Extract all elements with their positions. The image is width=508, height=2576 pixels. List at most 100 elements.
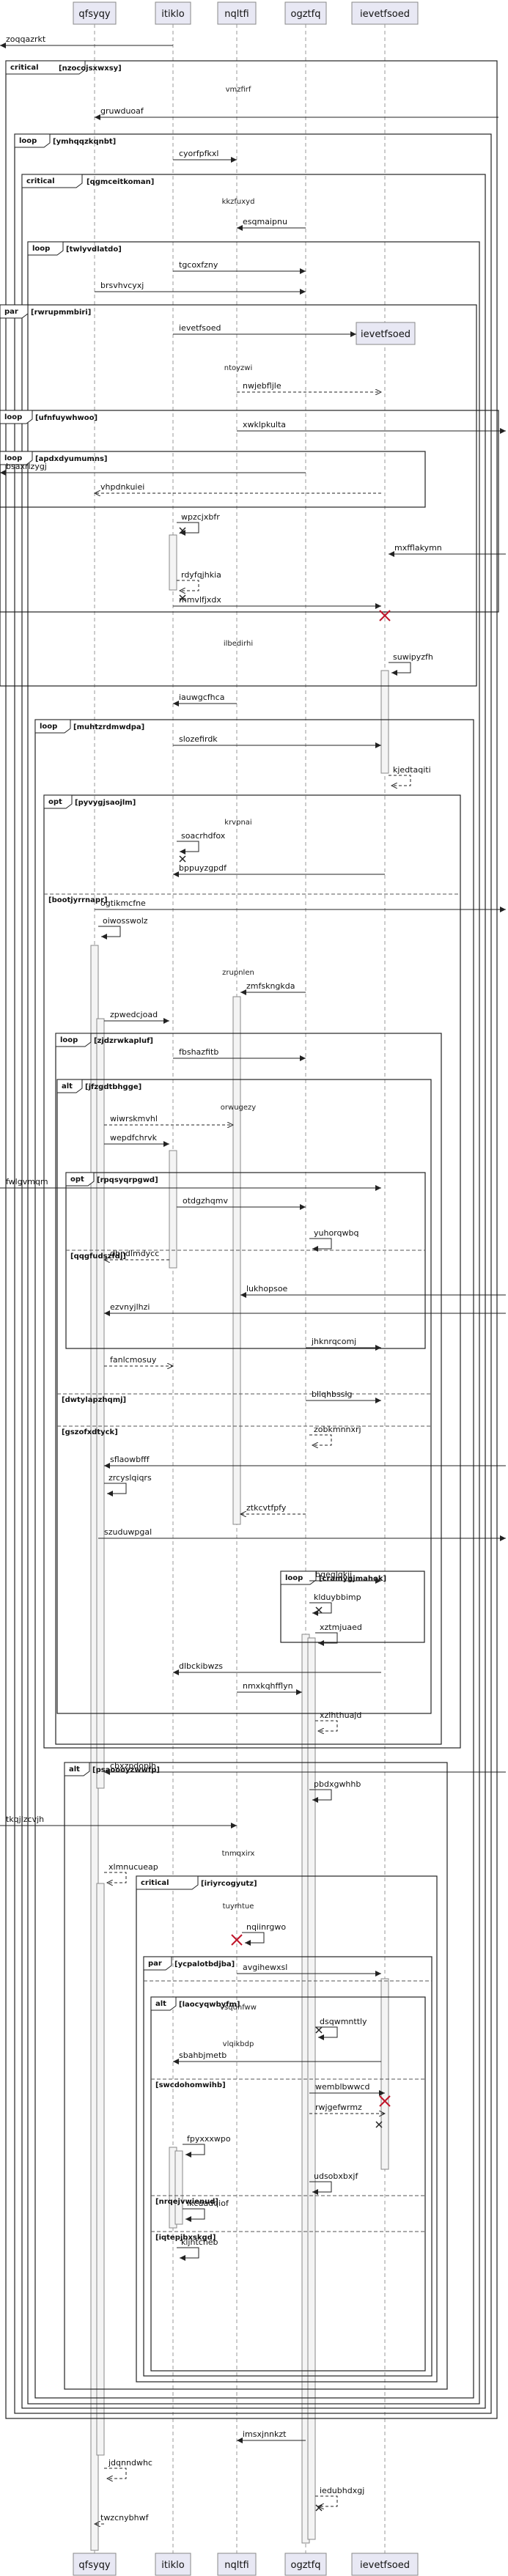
- frame-condition: [nzocojsxwxsy]: [59, 64, 122, 73]
- destroy-icon: [379, 610, 391, 621]
- frame-kind: loop: [4, 413, 22, 421]
- message-label: dlbckibwzs: [179, 1661, 223, 1671]
- message-label: ievetfsoed: [179, 323, 221, 333]
- self-message-arrow: [389, 662, 411, 676]
- frame-kind: loop: [4, 454, 22, 462]
- message-label: jhknrqcomj: [311, 1337, 356, 1346]
- frame-tag: par [rwrupmmbiri]: [0, 304, 91, 319]
- message-label: iedubhdxgj: [320, 2486, 364, 2495]
- frame-tag: loop [ymhqqzkqnbt]: [14, 133, 116, 148]
- self-message-arrow: [177, 522, 199, 536]
- frame-kind: loop: [60, 1036, 78, 1044]
- frame-tag: par [ycpalotbdjba]: [143, 1956, 235, 1971]
- message-label: twzcnybhwf: [100, 2513, 150, 2523]
- message-label: zoqqazrkt: [6, 34, 46, 44]
- self-message-arrow: [177, 841, 199, 855]
- cross-icon: [179, 594, 186, 602]
- self-message-arrow: [177, 2247, 199, 2261]
- message-label: bllqhbsslg: [312, 1390, 353, 1399]
- message-label: xlmnucueap: [108, 1862, 158, 1872]
- participant-nqltfi-bottom: nqltfi: [217, 2553, 257, 2576]
- else-condition: [gszofxdtyck]: [62, 1428, 118, 1436]
- self-message-arrow: [242, 1932, 265, 1946]
- message-label: ikcuadqiof: [187, 2199, 229, 2208]
- frame-tag: loop [apdxdyumumns]: [0, 451, 107, 465]
- frame-condition: [cramygjmahok]: [319, 1575, 386, 1583]
- message-label: zmfskngkda: [246, 981, 295, 991]
- frame-kind: opt: [48, 798, 62, 806]
- message-label: iauwgcfhca: [179, 693, 224, 702]
- message-label: bgeqlqkij: [315, 1570, 352, 1579]
- divider-text: kkzfuxyd: [222, 198, 255, 206]
- else-separators: [bootjyrrnapr] [qqgfudszfdj] [dwtylapzhq…: [44, 893, 460, 2242]
- frame-tag: opt [rpqsyqrpgwd]: [65, 1172, 158, 1186]
- message-label: esqmaipnu: [243, 217, 287, 226]
- participant-label: ievetfsoed: [360, 2560, 410, 2571]
- participant-label: ogztfq: [291, 9, 321, 20]
- self-message-arrow: [183, 2144, 205, 2158]
- destroy-icon: [231, 1934, 243, 1946]
- cross-icon: [179, 527, 186, 534]
- frame-tags: critical [nzocojsxwxsy] loop [ymhqqzkqnb…: [0, 60, 386, 2011]
- message-label: xztmjuaed: [320, 1623, 362, 1632]
- frame-condition: [ymhqqzkqnbt]: [53, 138, 116, 146]
- message-label: jdqnndwhc: [108, 2458, 152, 2468]
- message-label: soacrhdfox: [181, 831, 226, 841]
- self-message-arrow: [309, 1434, 332, 1445]
- frame-condition: [rwrupmmbiri]: [31, 309, 91, 317]
- else-condition: [bootjyrrnapr]: [48, 896, 108, 904]
- participant-label: ievetfsoed: [361, 329, 411, 340]
- message-label: pbdxgwhhb: [314, 1779, 361, 1789]
- self-message-arrow: [104, 1483, 127, 1496]
- frame-condition: [apdxdyumumns]: [35, 455, 107, 463]
- self-message-arrow: [315, 2026, 338, 2040]
- frame-condition: [laocyqwbyfm]: [179, 2001, 240, 2009]
- message-label: zrcyslqiqrs: [108, 1473, 152, 1483]
- message-label: zobkmnnxrj: [314, 1425, 361, 1434]
- frame-tag: alt [jfzgdtbhgge]: [56, 1079, 141, 1093]
- frame-tag: alt [psaoooyzwwfp]: [64, 1762, 160, 1776]
- message-label: ezvnyjlhzi: [110, 1302, 150, 1312]
- cross-icon: [315, 2504, 323, 2512]
- message-label: nwjebfljle: [243, 381, 281, 391]
- divider-text: vlqikbdp: [223, 2040, 254, 2048]
- message-label: nmxkqhfflyn: [243, 1681, 293, 1691]
- frame-kind: loop: [32, 245, 50, 253]
- self-message-arrow: [315, 1720, 338, 1731]
- self-message-arrow: [309, 1238, 332, 1252]
- message-label: kjedtaqiti: [393, 765, 431, 775]
- else-condition: [dwtylapzhqmj]: [62, 1396, 126, 1404]
- message-label: fwlgvmqm: [6, 1177, 48, 1186]
- self-message-arrow: [309, 2181, 332, 2195]
- participant-qfsyqy-bottom: qfsyqy: [73, 2553, 117, 2576]
- participant-label: itiklo: [161, 2560, 184, 2571]
- message-label: nqiinrgwo: [246, 1922, 286, 1932]
- message-label: ztkcvtfpfy: [246, 1503, 287, 1513]
- participant-label: ievetfsoed: [360, 9, 410, 20]
- frame-tag: alt [laocyqwbyfm]: [150, 1996, 240, 2011]
- participant-label: nqltfi: [224, 9, 249, 20]
- frame-tag: loop [zjdzrwkapluf]: [55, 1033, 153, 1047]
- dividers: vmzfirf kkzfuxyd ntoyzwi ilbedirhi krvpn…: [220, 86, 257, 2048]
- participant-itiklo-top: itiklo: [155, 1, 191, 25]
- cross-icon: [315, 2026, 323, 2034]
- participant-ievetfsoed-top: ievetfsoed: [351, 1, 419, 25]
- message-label: ogtikmcfne: [100, 898, 146, 908]
- frame-kind: alt: [155, 2000, 166, 2008]
- participant-ievetfsoed-bottom: ievetfsoed: [351, 2553, 419, 2576]
- message-label: tgcoxfzny: [179, 260, 218, 270]
- frame-kind: opt: [70, 1176, 84, 1184]
- frame-tag: opt [pyvygjsaojlm]: [43, 794, 136, 809]
- self-message-arrow: [309, 1789, 332, 1803]
- self-message-arrow: [315, 1632, 338, 1646]
- message-arrows: zoqqazrktgruwduoafcyorfpfkxlesqmaipnutgc…: [0, 34, 506, 2524]
- lost-markers: [179, 527, 383, 2512]
- participant-ievetfsoed-created: ievetfsoed: [356, 322, 416, 345]
- frame-condition: [psaoooyzwwfp]: [92, 1766, 160, 1774]
- cross-icon: [179, 855, 186, 863]
- self-message-arrow: [104, 2468, 127, 2479]
- message-label: wepdfchrvk: [110, 1133, 158, 1143]
- message-label: cyorfpfkxl: [179, 149, 218, 158]
- message-label: wiwrskmvhl: [110, 1114, 158, 1123]
